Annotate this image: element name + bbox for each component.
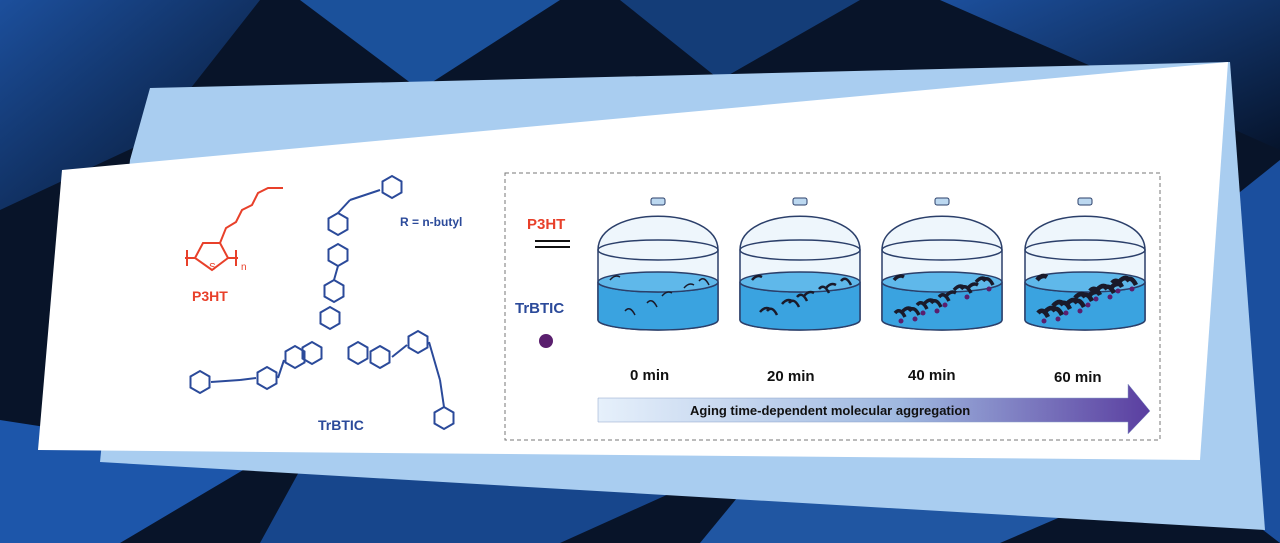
acceptor-dot-legend — [539, 334, 553, 348]
benzene-ring — [433, 405, 455, 431]
jar-label-2: 40 min — [908, 367, 956, 384]
p3ht-label: P3HT — [192, 288, 228, 304]
benzene-ring — [301, 340, 323, 366]
legend-trbtic: TrBTIC — [515, 300, 565, 317]
bond — [277, 359, 285, 379]
benzene-ring — [284, 344, 306, 370]
bond — [349, 189, 381, 201]
solution-jar — [881, 197, 1003, 331]
trbtic-label: TrBTIC — [318, 417, 364, 433]
crystal-shard — [0, 0, 260, 210]
trbtic-structure — [189, 174, 455, 431]
solution-jar — [597, 197, 719, 331]
substituent-note: R = n-butyl — [400, 215, 463, 229]
bond — [337, 199, 351, 214]
bond — [210, 379, 241, 383]
benzene-ring — [381, 174, 403, 200]
legend-p3ht: P3HT — [527, 216, 566, 233]
benzene-ring — [347, 340, 369, 366]
benzene-ring — [189, 369, 211, 395]
bond — [333, 265, 339, 281]
jar-label-1: 20 min — [767, 368, 815, 385]
jar-label-3: 60 min — [1054, 369, 1102, 386]
jar-label-0: 0 min — [630, 367, 670, 384]
dashed-frame — [504, 172, 1161, 441]
benzene-ring — [369, 344, 391, 370]
bond — [439, 379, 445, 408]
benzene-ring — [319, 305, 341, 331]
benzene-ring — [327, 211, 349, 237]
benzene-ring — [323, 278, 345, 304]
solution-jar — [1024, 197, 1146, 331]
benzene-ring — [407, 329, 429, 355]
bond — [391, 344, 408, 358]
crystal-shard — [300, 0, 560, 90]
p3ht-structure — [185, 187, 283, 272]
p3ht-subscript: n — [241, 262, 247, 273]
crystal-shard — [940, 0, 1280, 150]
arrow-label: Aging time-dependent molecular aggregati… — [690, 403, 971, 418]
bond — [239, 377, 257, 381]
p3ht-sulfur: S — [209, 262, 216, 273]
crystal-shard — [620, 0, 860, 80]
benzene-ring — [256, 365, 278, 391]
aging-arrow — [597, 383, 1151, 435]
solution-jar — [739, 197, 861, 331]
bond — [428, 341, 441, 381]
